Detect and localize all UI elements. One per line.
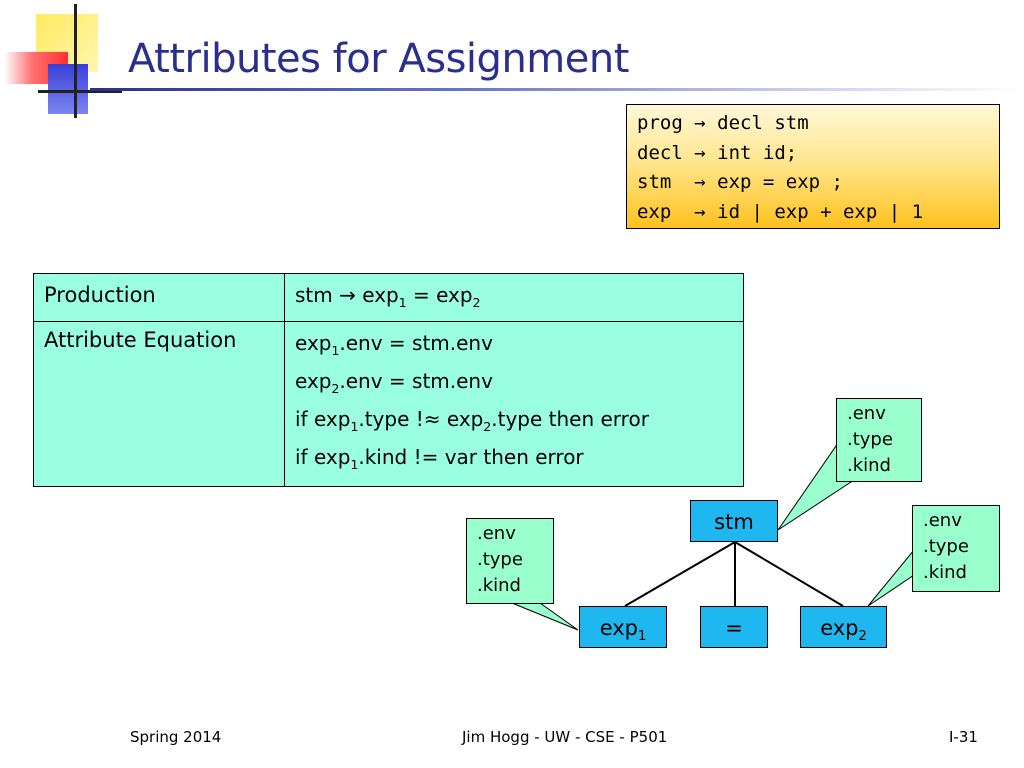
- grammar-rhs: id | exp + exp | 1: [717, 200, 924, 223]
- arrow-glyph: →: [694, 112, 706, 134]
- grammar-lhs: stm: [637, 171, 683, 193]
- tree-edge: [624, 541, 736, 607]
- callout-line: .type: [923, 536, 969, 557]
- callout-stm-attributes: .env .type .kind: [836, 398, 922, 482]
- grammar-lhs: decl: [637, 141, 683, 164]
- equation-label: Attribute Equation: [33, 321, 285, 487]
- grammar-box: prog → decl stm decl → int id; stm → exp…: [626, 104, 1000, 229]
- attribute-table: Production stm → exp1 = exp2 Attribute E…: [33, 273, 744, 487]
- eq-text: .env = stm.env: [339, 369, 493, 393]
- tree-node-exp2: exp2: [800, 606, 887, 648]
- eq-text: if exp: [295, 445, 351, 469]
- production-label: Production: [33, 273, 285, 322]
- callout-line: .type: [477, 549, 523, 570]
- arrow-glyph: →: [694, 171, 706, 193]
- tree-edge: [734, 541, 844, 607]
- subscript: 2: [858, 629, 867, 645]
- eq-text: exp: [295, 369, 332, 393]
- grammar-rule: stm → exp = exp ;: [637, 168, 989, 198]
- production-eq: =: [412, 283, 430, 307]
- production-lhs: stm: [295, 283, 333, 307]
- footer-author: Jim Hogg - UW - CSE - P501: [462, 728, 668, 746]
- callout-line: .kind: [477, 575, 521, 596]
- grammar-rhs: exp = exp ;: [717, 171, 843, 193]
- subscript: 1: [331, 343, 340, 358]
- callout-line: .env: [847, 403, 886, 424]
- arrow-glyph: →: [694, 141, 706, 164]
- footer-date: Spring 2014: [130, 728, 222, 746]
- callout-line: .type: [847, 429, 893, 450]
- grammar-rhs: decl stm: [717, 112, 809, 134]
- callout-line: .env: [923, 510, 962, 531]
- table-row: Attribute Equation exp1.env = stm.env ex…: [33, 321, 744, 487]
- equation-line: exp1.env = stm.env: [295, 328, 733, 366]
- equation-line: if exp1.type !≈ exp2.type then error: [295, 404, 733, 442]
- logo-square-blue: [48, 64, 88, 114]
- grammar-rule: prog → decl stm: [637, 109, 989, 139]
- logo-horizontal-line: [38, 90, 122, 93]
- callout-pointer: [867, 548, 915, 607]
- table-row: Production stm → exp1 = exp2: [33, 273, 744, 322]
- callout-exp2-attributes: .env .type .kind: [912, 505, 1000, 592]
- slide-title: Attributes for Assignment: [128, 36, 629, 82]
- subscript: 2: [472, 295, 481, 310]
- grammar-rhs: int id;: [717, 141, 798, 164]
- node-label: stm: [714, 510, 754, 534]
- node-label: exp: [599, 616, 639, 640]
- title-underline: [90, 88, 1024, 91]
- grammar-lhs: prog: [637, 112, 683, 134]
- callout-pointer: [511, 602, 579, 631]
- subscript: 1: [350, 419, 359, 434]
- equation-line: if exp1.kind != var then error: [295, 442, 733, 480]
- tree-node-exp1: exp1: [579, 606, 667, 648]
- callout-line: .kind: [847, 455, 891, 476]
- subscript: 1: [350, 457, 359, 472]
- eq-text: .env = stm.env: [339, 331, 493, 355]
- arrow-glyph: →: [339, 283, 356, 307]
- subscript: 2: [483, 419, 492, 434]
- grammar-rule: decl → int id;: [637, 139, 989, 169]
- subscript: 2: [331, 381, 340, 396]
- subscript: 1: [398, 295, 407, 310]
- node-label: =: [725, 616, 743, 640]
- production-cell: stm → exp1 = exp2: [284, 273, 744, 322]
- tree-node-equals: =: [700, 606, 768, 648]
- arrow-glyph: →: [694, 200, 706, 223]
- eq-text: if exp: [295, 407, 351, 431]
- eq-text: .kind != var then error: [358, 445, 584, 469]
- grammar-rule: exp → id | exp + exp | 1: [637, 198, 989, 228]
- logo-vertical-line: [74, 4, 77, 118]
- eq-text: .type then error: [491, 407, 649, 431]
- equation-cell: exp1.env = stm.env exp2.env = stm.env if…: [284, 321, 744, 487]
- callout-exp1-attributes: .env .type .kind: [466, 518, 554, 604]
- callout-line: .env: [477, 523, 516, 544]
- subscript: 1: [638, 629, 647, 645]
- grammar-lhs: exp: [637, 200, 683, 223]
- tree-node-stm: stm: [690, 500, 778, 542]
- callout-line: .kind: [923, 562, 967, 583]
- eq-text: .type !≈ exp: [358, 407, 484, 431]
- node-label: exp: [820, 616, 859, 640]
- footer-page-number: I-31: [949, 728, 978, 746]
- equation-line: exp2.env = stm.env: [295, 366, 733, 404]
- production-exp: exp: [436, 283, 473, 307]
- production-exp: exp: [362, 283, 399, 307]
- eq-text: exp: [295, 331, 332, 355]
